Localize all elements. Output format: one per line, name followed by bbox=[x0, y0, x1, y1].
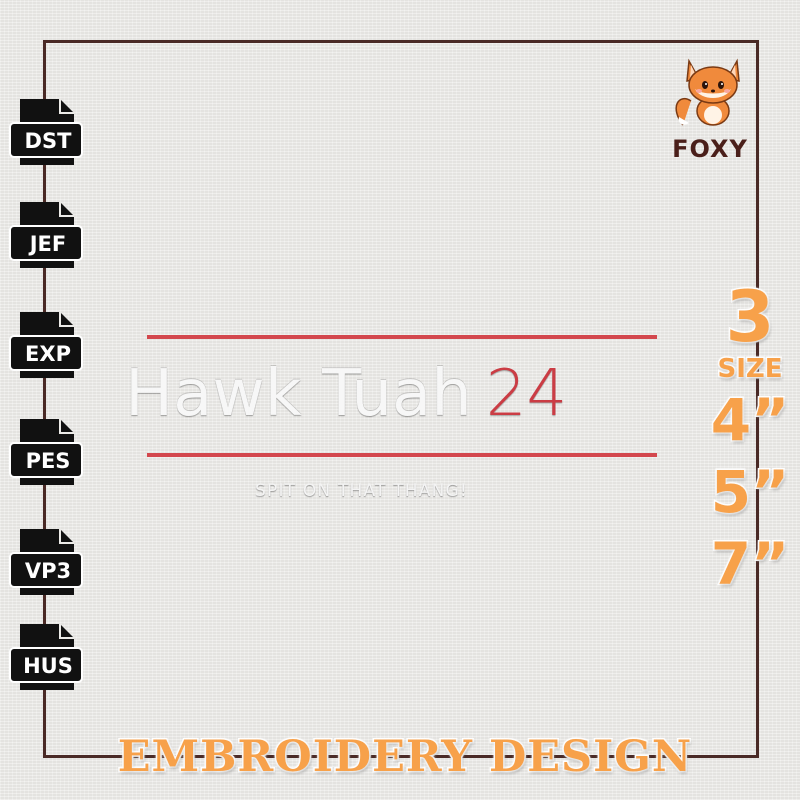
bottom-divider bbox=[147, 453, 657, 457]
file-icon bbox=[9, 624, 83, 690]
file-icon bbox=[9, 99, 83, 165]
brand-logo: FOXY bbox=[660, 55, 760, 163]
file-icon bbox=[9, 312, 83, 378]
file-format-label: EXP bbox=[25, 342, 71, 366]
embroidery-design-banner: EMBROIDERY DESIGN bbox=[116, 731, 693, 784]
file-format-pes: PES bbox=[8, 415, 88, 495]
top-divider bbox=[147, 335, 657, 339]
file-format-exp: EXP bbox=[8, 308, 88, 388]
file-icon bbox=[9, 529, 83, 595]
design-title-number: 24 bbox=[485, 357, 568, 431]
file-format-vp3: VP3 bbox=[8, 525, 88, 605]
design-tagline: SPIT ON THAT THANG! bbox=[255, 481, 468, 501]
fox-mascot-icon bbox=[675, 58, 740, 126]
design-frame bbox=[43, 40, 759, 758]
file-icon bbox=[9, 419, 83, 485]
size-count: 3 bbox=[724, 276, 776, 358]
file-icon bbox=[9, 202, 83, 268]
size-value: 5” bbox=[709, 457, 790, 528]
size-value: 7” bbox=[709, 529, 790, 600]
file-format-label: PES bbox=[25, 449, 71, 473]
file-format-label: JEF bbox=[29, 232, 67, 256]
file-format-dst: DST bbox=[8, 95, 88, 175]
file-format-label: HUS bbox=[23, 654, 73, 678]
size-value: 4” bbox=[709, 385, 790, 456]
file-format-hus: HUS bbox=[8, 620, 88, 700]
file-format-label: VP3 bbox=[24, 559, 72, 583]
brand-name: FOXY bbox=[672, 135, 748, 163]
file-format-jef: JEF bbox=[8, 198, 88, 278]
design-title-word: Hawk Tuah bbox=[125, 357, 472, 431]
size-label: SIZE bbox=[716, 353, 784, 386]
size-options: 3 SIZE 4” 5” 7” bbox=[700, 276, 800, 600]
file-format-label: DST bbox=[24, 129, 72, 153]
